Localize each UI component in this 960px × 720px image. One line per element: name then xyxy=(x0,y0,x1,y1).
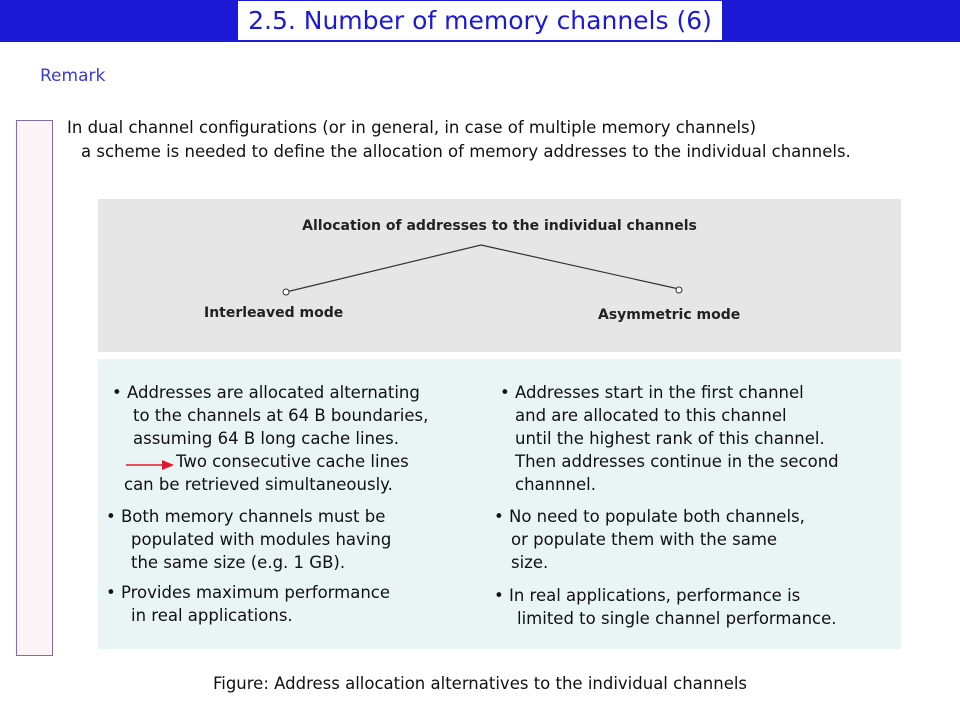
remark-label: Remark xyxy=(40,66,106,86)
allocation-diagram: Allocation of addresses to the individua… xyxy=(98,199,901,352)
asymmetric-mode-label: Asymmetric mode xyxy=(598,307,741,323)
asymmetric-bullet-2: • No need to populate both channels, or … xyxy=(494,505,805,574)
text-line: until the highest rank of this channel. xyxy=(515,429,825,448)
text-line: to the channels at 64 B boundaries, xyxy=(133,406,429,425)
text-line: can be retrieved simultaneously. xyxy=(124,475,393,494)
text-line: • Provides maximum performance xyxy=(106,583,391,602)
text-line: • Addresses are allocated alternating xyxy=(112,383,420,402)
left-node xyxy=(282,288,290,296)
intro-line-2: a scheme is needed to define the allocat… xyxy=(81,142,851,161)
right-node xyxy=(675,286,683,294)
text-line: • No need to populate both channels, xyxy=(494,507,805,526)
text-line: and are allocated to this channel xyxy=(515,406,787,425)
text-line: assuming 64 B long cache lines. xyxy=(133,429,399,448)
text-line: • In real applications, performance is xyxy=(494,586,801,605)
interleaved-bullet-3: • Provides maximum performance in real a… xyxy=(106,581,390,627)
title-bar: 2.5. Number of memory channels (6) xyxy=(0,0,960,42)
text-line: channnel. xyxy=(515,475,596,494)
red-right-arrow-icon xyxy=(126,460,174,470)
text-line: Then addresses continue in the second xyxy=(515,452,839,471)
text-line: • Both memory channels must be xyxy=(106,507,386,526)
interleaved-bullet-2: • Both memory channels must be populated… xyxy=(106,505,391,574)
page-title: 2.5. Number of memory channels (6) xyxy=(238,1,722,40)
text-line: or populate them with the same xyxy=(511,530,778,549)
text-line: • Addresses start in the first channel xyxy=(500,383,804,402)
asymmetric-bullet-1: • Addresses start in the first channel a… xyxy=(500,381,839,496)
modes-description-panel xyxy=(98,359,901,649)
text-line: the same size (e.g. 1 GB). xyxy=(131,553,346,572)
side-decoration-box xyxy=(16,120,53,656)
figure-caption: Figure: Address allocation alternatives … xyxy=(212,674,748,693)
diagram-tree-lines xyxy=(282,244,683,296)
text-line: in real applications. xyxy=(131,606,293,625)
text-line: populated with modules having xyxy=(131,530,392,549)
text-line: size. xyxy=(511,553,549,572)
asymmetric-bullet-3: • In real applications, performance is l… xyxy=(494,584,837,630)
diagram-title: Allocation of addresses to the individua… xyxy=(302,218,697,234)
text-line: Two consecutive cache lines xyxy=(176,452,409,471)
intro-line-1: In dual channel configurations (or in ge… xyxy=(67,118,757,137)
interleaved-bullet-1: • Addresses are allocated alternating to… xyxy=(112,381,428,496)
interleaved-mode-label: Interleaved mode xyxy=(204,305,344,321)
text-line: limited to single channel performance. xyxy=(517,609,837,628)
